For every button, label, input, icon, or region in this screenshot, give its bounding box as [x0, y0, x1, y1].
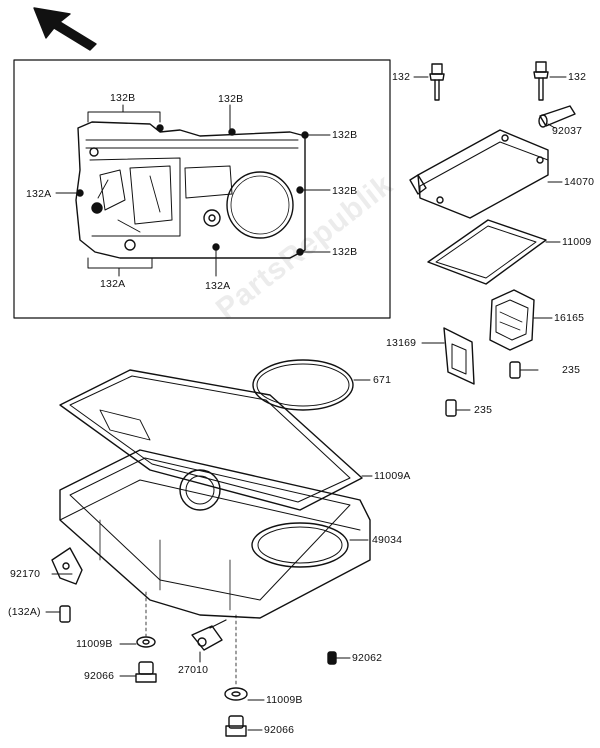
plug-92062-icon	[327, 651, 351, 665]
callout-49034: 49034	[372, 534, 403, 546]
direction-arrow-icon	[33, 7, 97, 51]
gasket-11009a	[59, 369, 373, 511]
callout-92062: 92062	[352, 652, 383, 664]
callout-132a-paren: (132A)	[8, 606, 41, 618]
engine-bottom-view	[75, 121, 309, 259]
callout-132a-3: 132A	[205, 280, 231, 292]
inset-leaders	[55, 104, 331, 277]
plug-92066-right-icon	[225, 715, 263, 737]
gasket-11009	[427, 219, 561, 285]
bolt-235-lower-icon	[445, 399, 471, 417]
callout-92170: 92170	[10, 568, 41, 580]
callout-92066-right: 92066	[264, 724, 295, 736]
callout-13169: 13169	[386, 337, 417, 349]
plate-13169	[421, 327, 475, 385]
switch-27010-icon	[191, 619, 227, 663]
callout-132b-3: 132B	[332, 129, 358, 141]
callout-14070: 14070	[564, 176, 595, 188]
clamp-92170	[51, 547, 83, 585]
callout-132b-1: 132B	[110, 92, 136, 104]
inset-frame	[13, 59, 391, 319]
callout-92037: 92037	[552, 125, 583, 137]
callout-16165: 16165	[554, 312, 585, 324]
bolt-235-right-icon	[509, 361, 539, 379]
bolt-132a-icon	[45, 605, 71, 623]
breather-cover-14070	[409, 129, 563, 219]
bolt-132-right-icon	[533, 61, 567, 101]
callout-11009a: 11009A	[374, 470, 411, 482]
washer-11009b-right-icon	[224, 614, 265, 701]
plug-92066-left-icon	[119, 661, 157, 683]
callout-132b-5: 132B	[332, 246, 358, 258]
callout-132a-1: 132A	[26, 188, 52, 200]
oil-pan-49034	[59, 449, 371, 619]
washer-11009b-left-icon	[119, 591, 156, 648]
callout-132b-2: 132B	[218, 93, 244, 105]
o-ring-671	[252, 359, 371, 411]
callout-132b-4: 132B	[332, 185, 358, 197]
hose-92037-icon	[538, 105, 576, 129]
bolt-132-left-icon	[413, 63, 445, 101]
callout-11009b-left: 11009B	[76, 638, 113, 650]
valve-16165	[489, 289, 553, 351]
callout-27010: 27010	[178, 664, 209, 676]
callout-11009: 11009	[562, 236, 592, 248]
callout-132-left: 132	[392, 71, 411, 83]
callout-132a-2: 132A	[100, 278, 126, 290]
callout-235-right: 235	[562, 364, 581, 376]
callout-11009b-right: 11009B	[266, 694, 303, 706]
callout-132-right: 132	[568, 71, 587, 83]
callout-235-lower: 235	[474, 404, 493, 416]
callout-92066-left: 92066	[84, 670, 115, 682]
callout-671: 671	[373, 374, 392, 386]
